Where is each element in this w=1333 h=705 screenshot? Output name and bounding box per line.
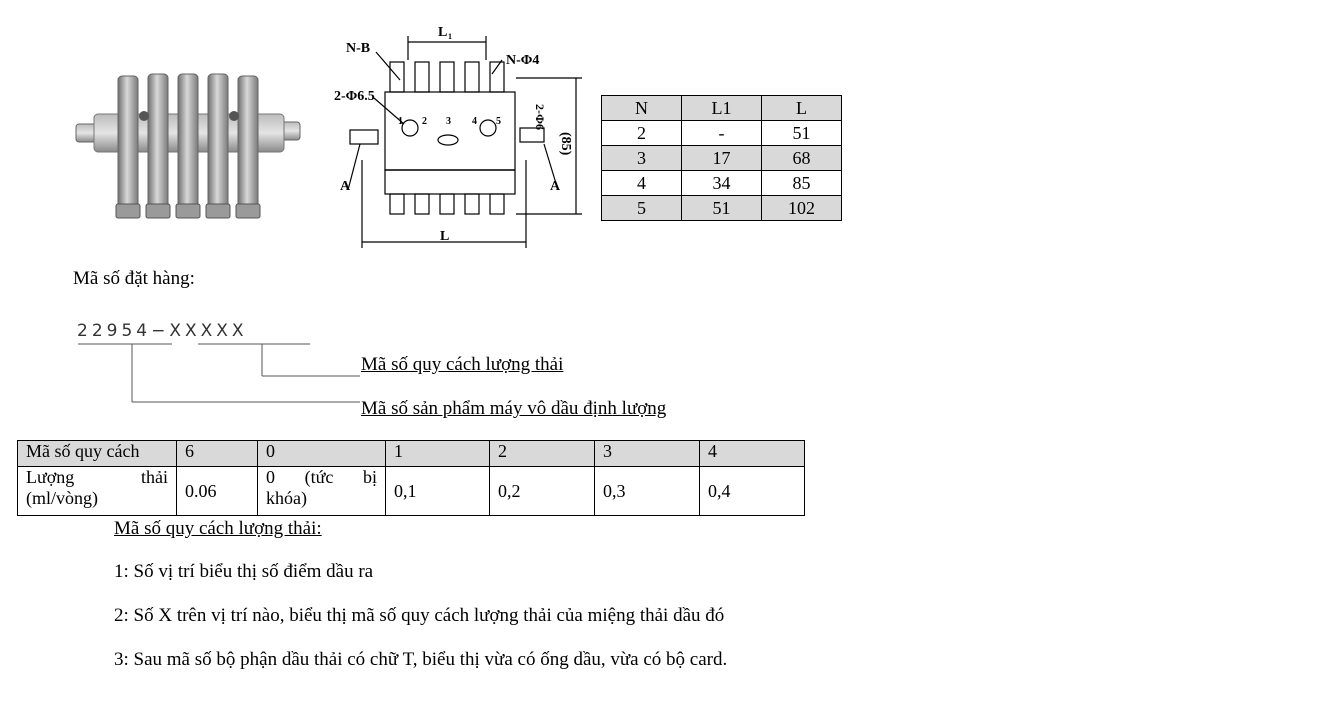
cell: 51 — [681, 195, 762, 221]
header-l1: L1 — [681, 95, 762, 121]
header-n: N — [601, 95, 682, 121]
header-4: 4 — [699, 440, 805, 467]
cell: 17 — [681, 145, 762, 171]
row-label-line2: (ml/vòng) — [26, 488, 98, 508]
row-label-word1: Lượng — [26, 467, 75, 487]
cell: 85 — [761, 170, 842, 196]
cell-2: 0,2 — [489, 466, 595, 516]
label-h85: (85) — [558, 132, 573, 156]
table-header-row: N L1 L — [601, 95, 842, 121]
cell-0-word2: (tức — [304, 467, 334, 487]
label-n2: 2 — [422, 116, 427, 127]
cell: 2 — [601, 120, 682, 146]
cell-0: 0 (tức bị khóa) — [257, 466, 386, 516]
note-item: 3: Sau mã số bộ phận dầu thải có chữ T, … — [114, 649, 728, 670]
header-1: 1 — [385, 440, 490, 467]
cell-4: 0,4 — [699, 466, 805, 516]
label-a-left: A — [340, 179, 351, 194]
label-phi6: 2-Φ6 — [533, 104, 547, 130]
product-photo — [75, 73, 301, 219]
label-n5: 5 — [496, 116, 501, 127]
table-row: 3 17 68 — [601, 145, 842, 171]
note-item: 2: Số X trên vị trí nào, biểu thị mã số … — [114, 605, 725, 626]
label-nphi4: N-Φ4 — [506, 53, 539, 68]
label-nb: N-B — [346, 41, 370, 56]
header-spec: Mã số quy cách — [17, 440, 177, 467]
cell: 3 — [601, 145, 682, 171]
cell-0-word1: 0 — [266, 467, 275, 487]
spec-code-label: Mã số quy cách lượng thải — [361, 354, 564, 375]
header-3: 3 — [594, 440, 700, 467]
table-header-row: Mã số quy cách 6 0 1 2 3 4 — [17, 440, 805, 467]
row-label-word2: thải — [141, 467, 168, 487]
cell: 102 — [761, 195, 842, 221]
product-code-label: Mã số sản phẩm máy vô dầu định lượng — [361, 398, 667, 419]
table-row: 2 - 51 — [601, 120, 842, 146]
row-label: Lượng thải (ml/vòng) — [17, 466, 177, 516]
label-a-right: A — [550, 179, 561, 194]
spec-table: Mã số quy cách 6 0 1 2 3 4 Lượng thải (m… — [17, 440, 805, 516]
label-n4: 4 — [472, 116, 477, 127]
header-0: 0 — [257, 440, 386, 467]
technical-drawing: N-B L 1 N-Φ4 2-Φ6.5 2-Φ6 (85) A A L 1 2 … — [334, 25, 582, 248]
cell: 68 — [761, 145, 842, 171]
dimension-table: N L1 L 2 - 51 3 17 68 4 34 85 5 51 102 — [601, 95, 842, 221]
order-code-label: Mã số đặt hàng: — [73, 268, 195, 289]
cell-0-line2: khóa) — [266, 488, 307, 508]
cell: 4 — [601, 170, 682, 196]
table-row: 5 51 102 — [601, 195, 842, 221]
label-phi65: 2-Φ6.5 — [334, 89, 375, 104]
order-code-leaders — [78, 343, 360, 403]
label-l1-sub: 1 — [448, 32, 452, 41]
header-6: 6 — [176, 440, 258, 467]
notes-title: Mã số quy cách lượng thải: — [114, 518, 322, 539]
cell-1: 0,1 — [385, 466, 490, 516]
label-n3: 3 — [446, 116, 451, 127]
header-2: 2 — [489, 440, 595, 467]
cell: 34 — [681, 170, 762, 196]
cell-6: 0.06 — [176, 466, 258, 516]
label-l: L — [440, 229, 449, 244]
cell-3: 0,3 — [594, 466, 700, 516]
cell: 5 — [601, 195, 682, 221]
table-row: Lượng thải (ml/vòng) 0.06 0 (tức bị khóa… — [17, 466, 805, 516]
cell-0-word3: bị — [362, 467, 377, 487]
label-l1: L — [438, 25, 447, 40]
cell: - — [681, 120, 762, 146]
note-item: 1: Số vị trí biểu thị số điểm dầu ra — [114, 561, 374, 582]
header-l: L — [761, 95, 842, 121]
order-code: 22954−XXXXX — [77, 321, 248, 341]
cell: 51 — [761, 120, 842, 146]
table-row: 4 34 85 — [601, 170, 842, 196]
label-n1: 1 — [398, 116, 403, 127]
